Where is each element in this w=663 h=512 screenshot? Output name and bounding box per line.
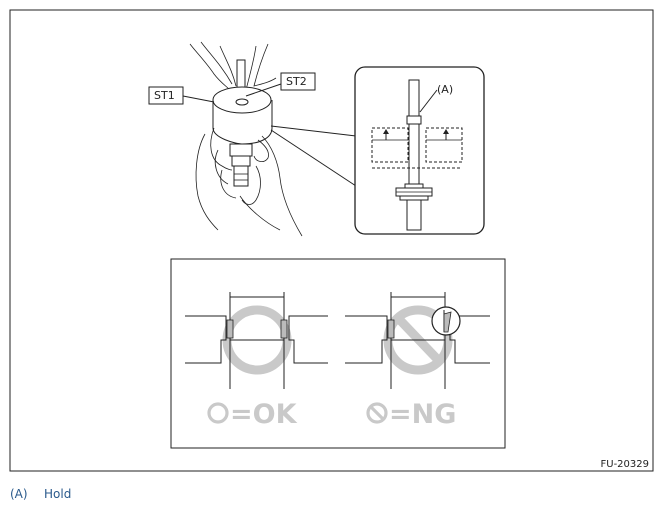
ok-label-group: =OK (207, 399, 298, 430)
callout-a: (A) (437, 83, 453, 96)
ng-label: =NG (389, 399, 456, 430)
hand-tool-illustration (189, 41, 303, 237)
ng-label-group: =NG (366, 399, 456, 430)
ok-diagram (185, 292, 328, 389)
callout-st1-box (148, 86, 184, 105)
callout-a-leader (419, 89, 438, 113)
callout-st2: ST2 (286, 75, 307, 88)
legend-key-a: (A) (10, 487, 28, 501)
callout-st2-leader (245, 83, 282, 97)
legend: (A) Hold (10, 487, 71, 501)
figure-frame (9, 9, 654, 472)
ok-symbol-icon (207, 402, 229, 424)
diagram-figure: ST1 ST2 (A) (9, 9, 654, 472)
callout-st1: ST1 (154, 89, 175, 102)
legend-text-a: Hold (44, 487, 72, 501)
figure-code: FU-20329 (601, 459, 650, 470)
ok-watermark-circle (222, 305, 292, 375)
zoom-detail (354, 66, 485, 235)
callout-st1-leader (182, 95, 215, 103)
ng-diagram (345, 292, 490, 389)
ng-symbol-icon (366, 402, 388, 424)
ok-label: =OK (230, 399, 298, 430)
ng-watermark-circle (383, 305, 453, 375)
callout-st2-box (280, 72, 316, 91)
